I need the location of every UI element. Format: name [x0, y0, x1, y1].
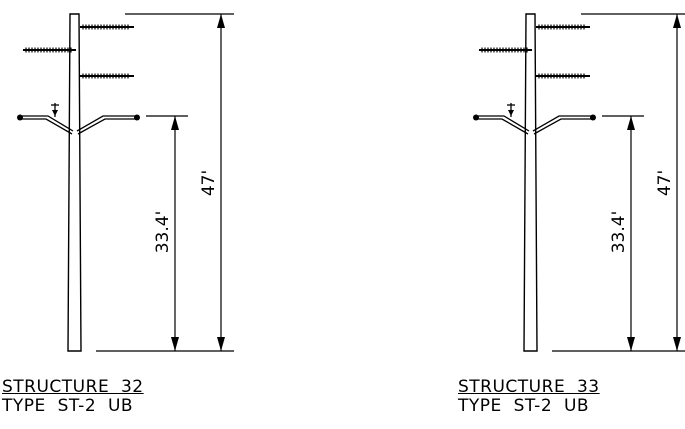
total-height-label: 47' [655, 170, 675, 196]
attachment-height-arrow-top [627, 116, 635, 130]
arrester-head [52, 110, 58, 116]
structure-33-type: TYPE ST-2 UB [458, 396, 590, 416]
structure-33-elevation: 47' 33.4' [473, 13, 685, 352]
conductor-left [473, 114, 479, 121]
attachment-height-arrow-top [171, 116, 179, 130]
total-height-label: 47' [199, 170, 219, 196]
pole [67, 13, 82, 352]
insulator-top [536, 24, 590, 30]
insulator-top [80, 24, 134, 30]
structure-32-caption: STRUCTURE 32 TYPE ST-2 UB [2, 378, 144, 416]
crossarm-left [476, 115, 530, 135]
insulator-left [23, 47, 76, 53]
insulator-right [80, 73, 134, 79]
attachment-height-arrow-bottom [171, 337, 179, 351]
arrester-head [508, 110, 514, 116]
conductor-right [134, 114, 140, 121]
structure-32-elevation: 47' 33.4' [17, 13, 234, 352]
crossarm-left [20, 115, 74, 135]
total-height-arrow-top [217, 14, 225, 28]
insulator-left [479, 47, 532, 53]
crossarm-right [76, 115, 137, 135]
crossarm-right [532, 115, 593, 135]
structure-32-title: STRUCTURE 32 [2, 377, 144, 397]
structure-33-caption: STRUCTURE 33 TYPE ST-2 UB [458, 378, 600, 416]
attachment-height-label: 33.4' [609, 211, 629, 254]
attachment-height-label: 33.4' [153, 211, 173, 254]
attachment-height-arrow-bottom [627, 337, 635, 351]
structure-33-title: STRUCTURE 33 [458, 377, 600, 397]
pole [523, 13, 538, 352]
structure-32-type: TYPE ST-2 UB [2, 396, 134, 416]
total-height-arrow-bottom [217, 337, 225, 351]
total-height-arrow-top [673, 14, 681, 28]
conductor-left [17, 114, 23, 121]
insulator-right [536, 73, 590, 79]
conductor-right [590, 114, 596, 121]
total-height-arrow-bottom [673, 337, 681, 351]
